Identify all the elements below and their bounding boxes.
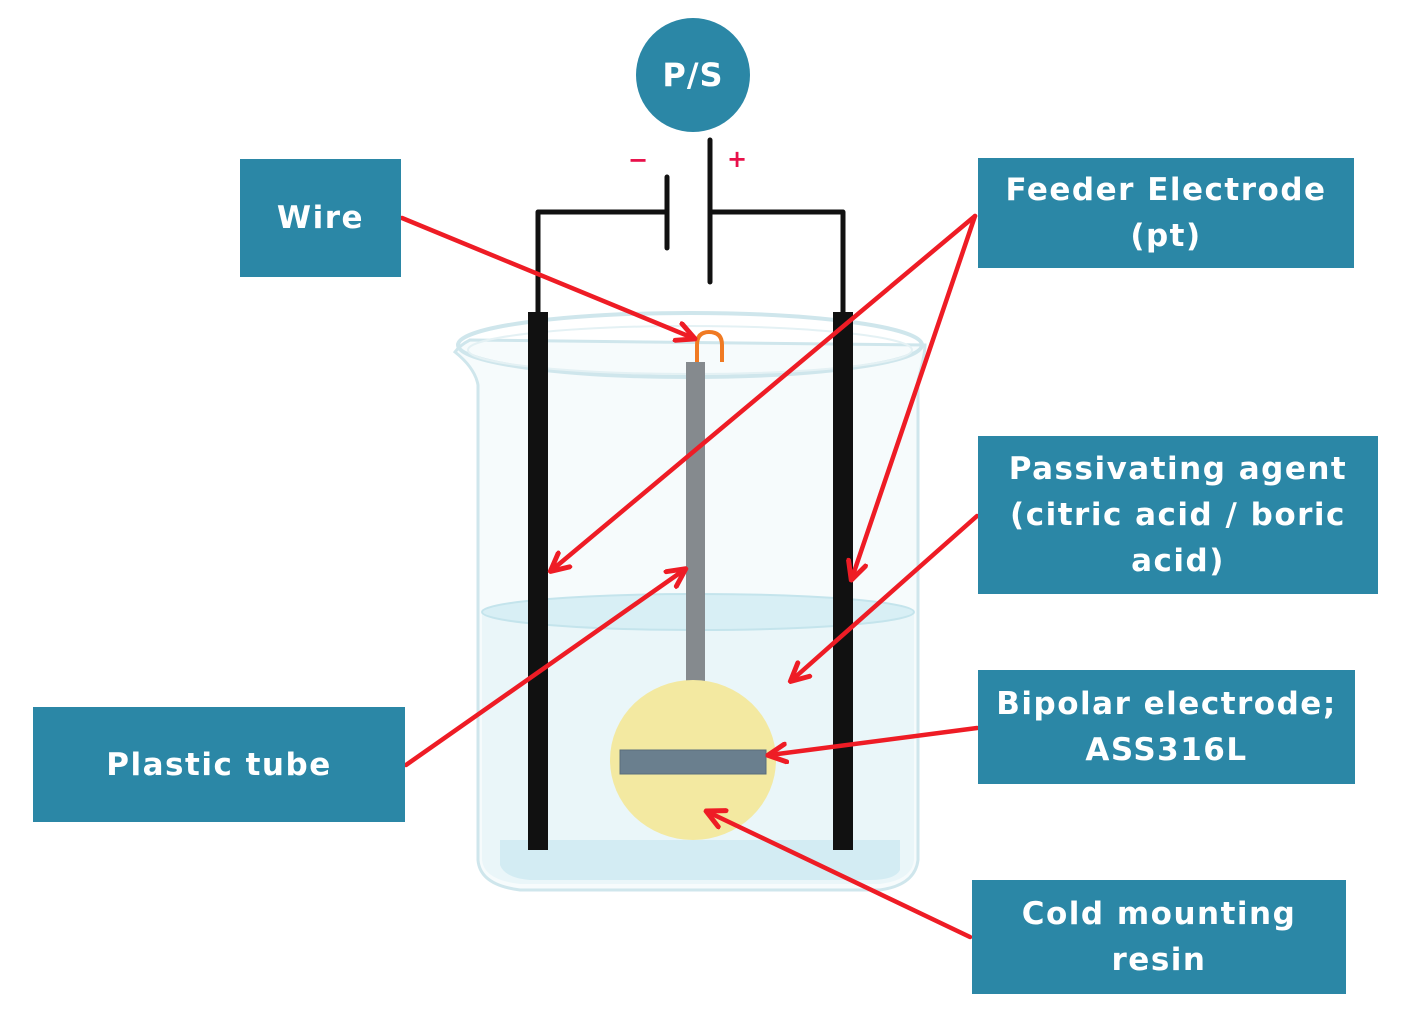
arrow-plastic-tube [403, 570, 684, 768]
bipolar-electrode-sample [619, 749, 767, 775]
arrow-wire [399, 215, 693, 338]
positive-lead [707, 209, 846, 315]
feeder-electrode-right [833, 312, 853, 850]
arrow-cold-mounting-resin [708, 812, 973, 940]
feeder-electrode-left [528, 312, 548, 850]
label-cold-mounting-resin: Cold mounting resin [972, 880, 1346, 994]
arrows [399, 213, 980, 940]
negative-terminal-sign: − [628, 146, 649, 174]
negative-lead [535, 209, 669, 315]
positive-terminal-sign: + [727, 145, 748, 173]
label-feeder-electrode: Feeder Electrode (pt) [978, 158, 1354, 268]
arrow-bipolar-electrode [770, 725, 980, 755]
circuit [535, 137, 846, 315]
power-supply-label: P/S [662, 56, 724, 94]
label-bipolar-electrode: Bipolar electrode; ASS316L [978, 670, 1355, 784]
label-plastic-tube: Plastic tube [33, 707, 405, 822]
arrow-feeder-left [552, 213, 978, 570]
plastic-tube [686, 362, 705, 684]
label-passivating-agent: Passivating agent (citric acid / boric a… [978, 436, 1378, 594]
wire-hook [695, 329, 724, 362]
arrow-feeder-right [852, 213, 978, 578]
arrow-passivating-agent [792, 513, 980, 680]
label-wire: Wire [240, 159, 401, 277]
power-supply-node: P/S [636, 18, 750, 132]
